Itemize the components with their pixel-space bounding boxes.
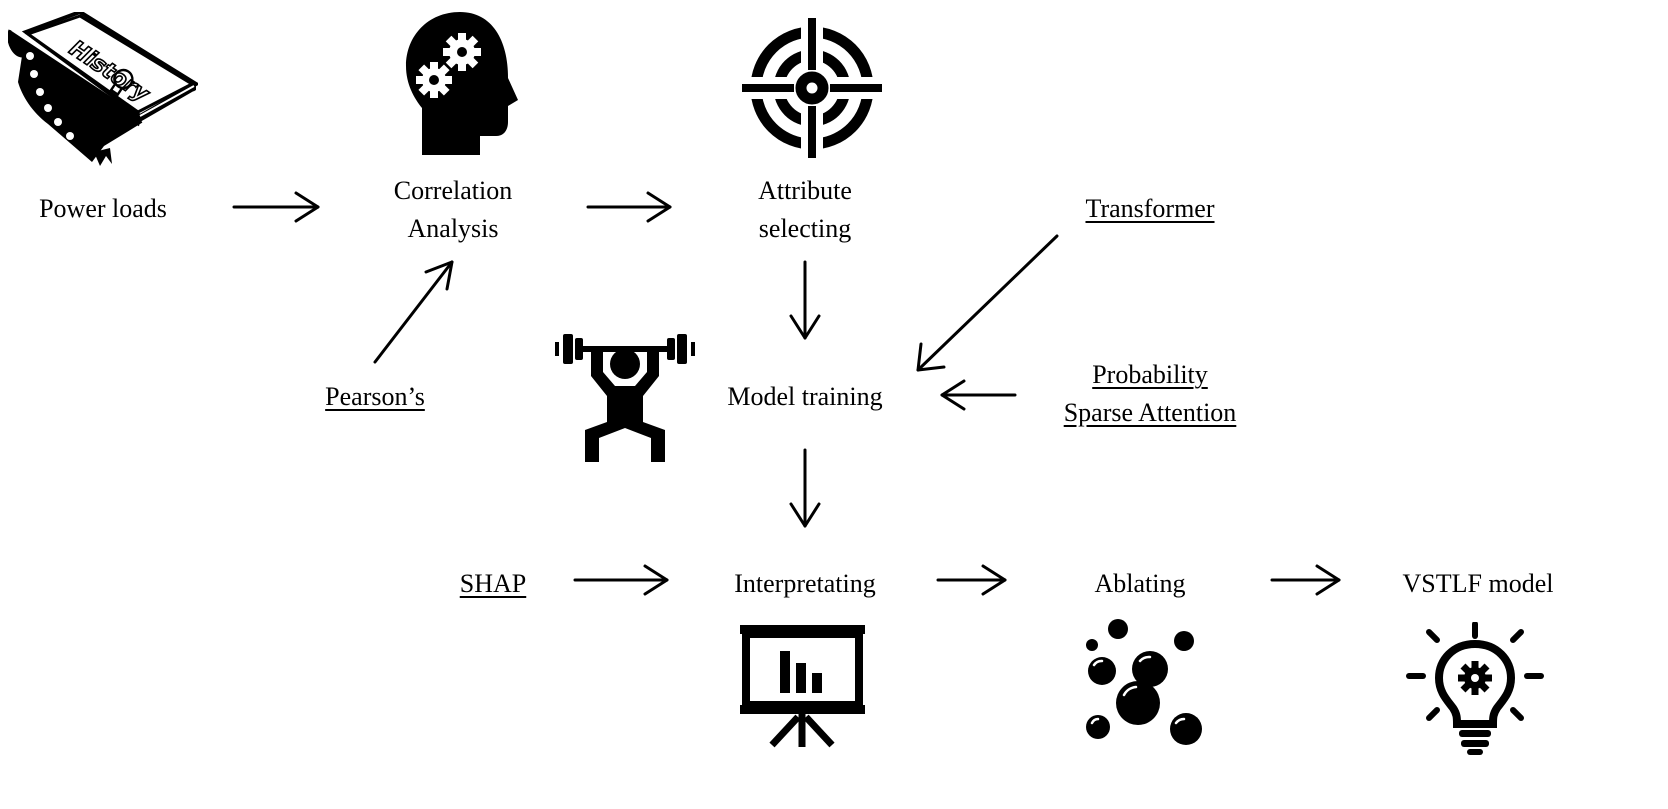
- node-vstlf-model: VSTLF model: [1378, 565, 1578, 603]
- correlation-analysis-line-2: Analysis: [407, 214, 499, 243]
- node-attribute-selecting: Attribute selecting: [715, 172, 895, 248]
- vstlf-model-label: VSTLF model: [1402, 569, 1554, 598]
- head-gears-icon: [406, 12, 518, 155]
- node-power-loads: Power loads: [8, 190, 198, 228]
- interpretating-label: Interpretating: [734, 569, 876, 598]
- correlation-analysis-line-1: Correlation: [393, 176, 513, 205]
- arrow-ablating-to-vstlf: [1270, 564, 1341, 596]
- pearsons-label: Pearson’s: [325, 382, 425, 411]
- ablating-label: Ablating: [1094, 569, 1186, 598]
- history-book-icon: History: [8, 12, 198, 166]
- arrow-shap-to-interpretating: [573, 564, 669, 596]
- probability-line-2: Sparse Attention: [1063, 398, 1237, 427]
- node-transformer: Transformer: [1055, 190, 1245, 228]
- bubbles-icon: [1086, 619, 1202, 745]
- shap-label: SHAP: [459, 569, 527, 598]
- attribute-selecting-line-1: Attribute: [758, 176, 852, 205]
- node-probability-sparse-attention: Probability Sparse Attention: [1030, 356, 1270, 432]
- node-interpretating: Interpretating: [700, 565, 910, 603]
- arrow-model-to-interpretating: [789, 448, 821, 528]
- lightbulb-gear-icon: [1406, 622, 1544, 755]
- arrow-transformer-to-model: [916, 234, 1059, 372]
- power-loads-label: Power loads: [39, 194, 167, 223]
- node-shap: SHAP: [433, 565, 553, 603]
- arrow-probability-to-model: [940, 379, 1017, 411]
- presentation-chart-icon: [740, 625, 865, 748]
- arrow-attribute-to-model: [789, 260, 821, 340]
- arrow-power-to-correlation: [232, 191, 320, 223]
- node-correlation-analysis: Correlation Analysis: [353, 172, 553, 248]
- node-pearsons: Pearson’s: [295, 378, 455, 416]
- transformer-label: Transformer: [1085, 194, 1215, 223]
- node-ablating: Ablating: [1060, 565, 1220, 603]
- attribute-selecting-line-2: selecting: [758, 214, 852, 243]
- arrow-pearsons-to-correlation: [373, 260, 454, 364]
- weightlifter-icon: [555, 334, 695, 462]
- probability-line-1: Probability: [1092, 360, 1208, 389]
- model-training-label: Model training: [727, 382, 883, 411]
- arrow-correlation-to-attribute: [586, 191, 672, 223]
- node-model-training: Model training: [695, 378, 915, 416]
- target-crosshair-icon: [742, 18, 882, 158]
- arrow-interpretating-to-ablating: [936, 564, 1007, 596]
